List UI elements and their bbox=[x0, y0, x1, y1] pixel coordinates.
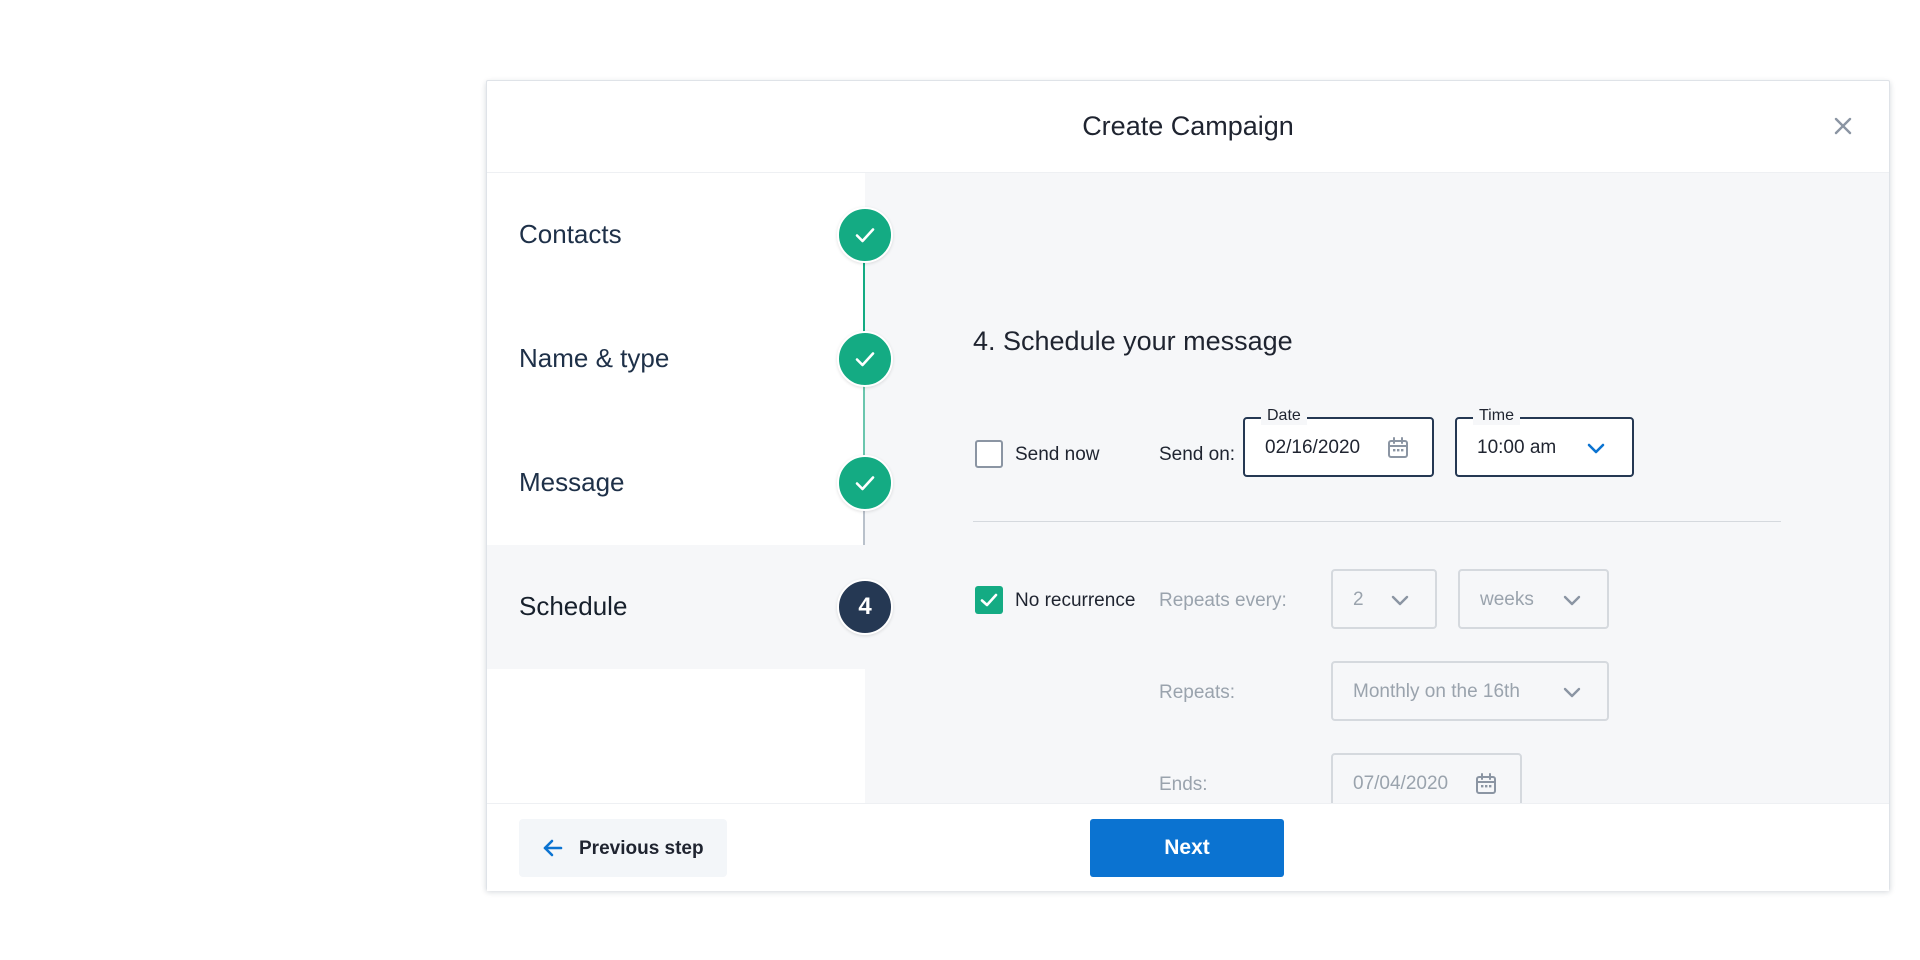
step-complete-badge bbox=[837, 331, 893, 387]
date-value: 02/16/2020 bbox=[1265, 437, 1361, 458]
step-complete-badge bbox=[837, 207, 893, 263]
repeats-unit-value: weeks bbox=[1480, 589, 1534, 610]
step-label: Schedule bbox=[519, 591, 628, 621]
step-current-badge: 4 bbox=[837, 579, 893, 635]
arrow-left-icon bbox=[543, 839, 563, 857]
modal-footer: Previous step Next bbox=[487, 803, 1889, 891]
step-label: Name & type bbox=[519, 343, 670, 373]
step-message[interactable]: Message bbox=[487, 421, 865, 545]
repeats-every-value: 2 bbox=[1353, 589, 1364, 610]
step-schedule[interactable]: Schedule bbox=[487, 545, 865, 669]
no-recurrence-checkbox[interactable] bbox=[975, 586, 1003, 614]
previous-step-button[interactable]: Previous step bbox=[519, 819, 727, 877]
section-divider bbox=[973, 521, 1781, 522]
next-button[interactable]: Next bbox=[1090, 819, 1284, 877]
repeats-value: Monthly on the 16th bbox=[1353, 681, 1520, 702]
modal-title: Create Campaign bbox=[1082, 111, 1294, 141]
repeats-select[interactable]: Monthly on the 16th bbox=[1331, 661, 1609, 721]
ends-label: Ends: bbox=[1159, 774, 1208, 795]
date-legend: Date bbox=[1261, 407, 1307, 425]
stepper: Contacts Name & type Message Schedule bbox=[487, 173, 893, 803]
create-campaign-modal: Create Campaign Contacts Name & type bbox=[486, 80, 1890, 891]
time-select[interactable]: Time 10:00 am bbox=[1455, 407, 1634, 477]
close-icon bbox=[1834, 117, 1852, 135]
send-on-label: Send on: bbox=[1159, 444, 1236, 465]
calendar-icon[interactable] bbox=[1473, 771, 1499, 797]
send-now-label: Send now bbox=[1015, 444, 1100, 465]
section-title: 4. Schedule your message bbox=[973, 326, 1293, 356]
step-name-and-type[interactable]: Name & type bbox=[487, 297, 865, 421]
step-contacts[interactable]: Contacts bbox=[487, 173, 865, 297]
repeats-every-select[interactable]: 2 bbox=[1331, 569, 1437, 629]
chevron-down-icon bbox=[1391, 595, 1409, 606]
close-button[interactable] bbox=[1825, 108, 1861, 144]
modal-header: Create Campaign bbox=[487, 81, 1889, 173]
no-recurrence-label: No recurrence bbox=[1015, 590, 1136, 611]
step-label: Message bbox=[519, 467, 625, 497]
ends-value: 07/04/2020 bbox=[1353, 773, 1449, 794]
repeats-label: Repeats: bbox=[1159, 682, 1236, 703]
step-complete-badge bbox=[837, 455, 893, 511]
chevron-down-icon bbox=[1563, 595, 1581, 606]
time-value: 10:00 am bbox=[1477, 437, 1557, 458]
date-field[interactable]: Date 02/16/2020 bbox=[1243, 407, 1434, 477]
step-number: 4 bbox=[858, 593, 872, 620]
check-icon bbox=[855, 476, 875, 491]
calendar-icon[interactable] bbox=[1385, 435, 1411, 461]
step-label: Contacts bbox=[519, 219, 622, 249]
chevron-down-icon bbox=[1563, 687, 1581, 698]
chevron-down-icon bbox=[1587, 443, 1605, 454]
check-icon bbox=[980, 593, 998, 607]
previous-step-label: Previous step bbox=[579, 838, 704, 859]
repeats-every-label: Repeats every: bbox=[1159, 590, 1287, 611]
send-now-checkbox[interactable] bbox=[975, 440, 1003, 468]
repeats-unit-select[interactable]: weeks bbox=[1458, 569, 1609, 629]
check-icon bbox=[855, 228, 875, 243]
check-icon bbox=[855, 352, 875, 367]
schedule-panel: 4. Schedule your message Send now Send o… bbox=[865, 173, 1889, 813]
time-legend: Time bbox=[1473, 407, 1520, 425]
